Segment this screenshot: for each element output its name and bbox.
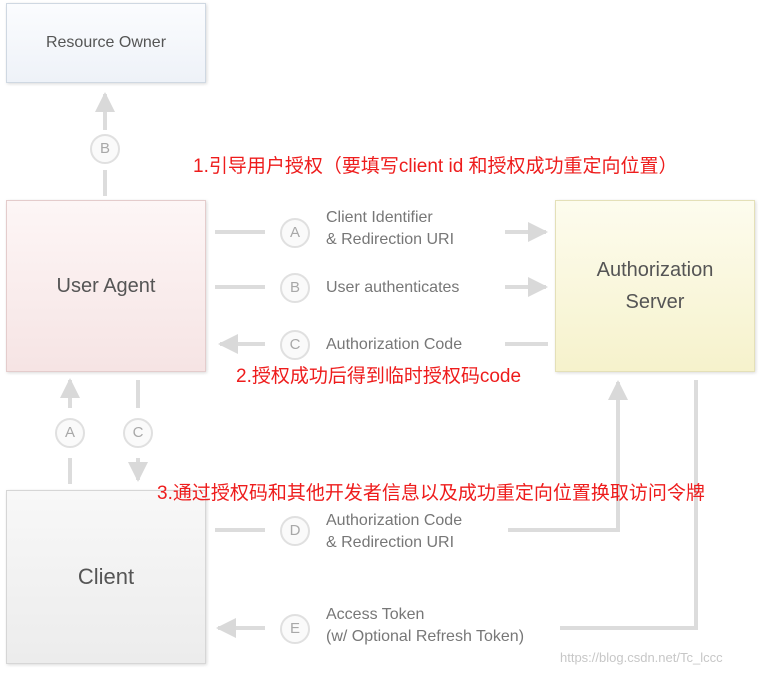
annotation-step-3: 3.通过授权码和其他开发者信息以及成功重定向位置换取访问令牌 xyxy=(157,483,705,504)
step-c-vertical-marker: C xyxy=(123,418,153,448)
watermark: https://blog.csdn.net/Tc_lccc xyxy=(560,650,723,665)
flow-label-c: Authorization Code xyxy=(326,336,463,353)
resource-owner-box: Resource Owner xyxy=(6,3,206,83)
annotation-step-2: 2.授权成功后得到临时授权码code xyxy=(236,366,522,387)
annotation-step-1: 1.引导用户授权（要填写client id 和授权成功重定向位置） xyxy=(193,156,678,177)
step-b-vertical-marker: B xyxy=(90,134,120,164)
step-a-vertical-marker: A xyxy=(55,418,85,448)
flow-label-a: Client Identifier & Redirection URI xyxy=(326,209,455,248)
step-b-marker: B xyxy=(280,273,310,303)
authorization-server-label: Authorization Server xyxy=(596,259,714,313)
arrow-e-route xyxy=(560,380,698,630)
step-c-marker: C xyxy=(280,330,310,360)
flow-label-d: Authorization Code & Redirection URI xyxy=(326,512,463,551)
authorization-server-box: Authorization Server xyxy=(555,200,755,372)
arrow-d-route xyxy=(508,380,628,532)
user-agent-box: User Agent xyxy=(6,200,206,372)
step-d-marker: D xyxy=(280,516,310,546)
client-label: Client xyxy=(77,564,135,589)
client-box: Client xyxy=(6,490,206,664)
user-agent-label: User Agent xyxy=(56,274,156,297)
step-e-marker: E xyxy=(280,614,310,644)
step-a-marker: A xyxy=(280,218,310,248)
flow-label-e: Access Token (w/ Optional Refresh Token) xyxy=(326,606,525,645)
resource-owner-label: Resource Owner xyxy=(45,34,167,51)
flow-label-b: User authenticates xyxy=(326,279,460,296)
